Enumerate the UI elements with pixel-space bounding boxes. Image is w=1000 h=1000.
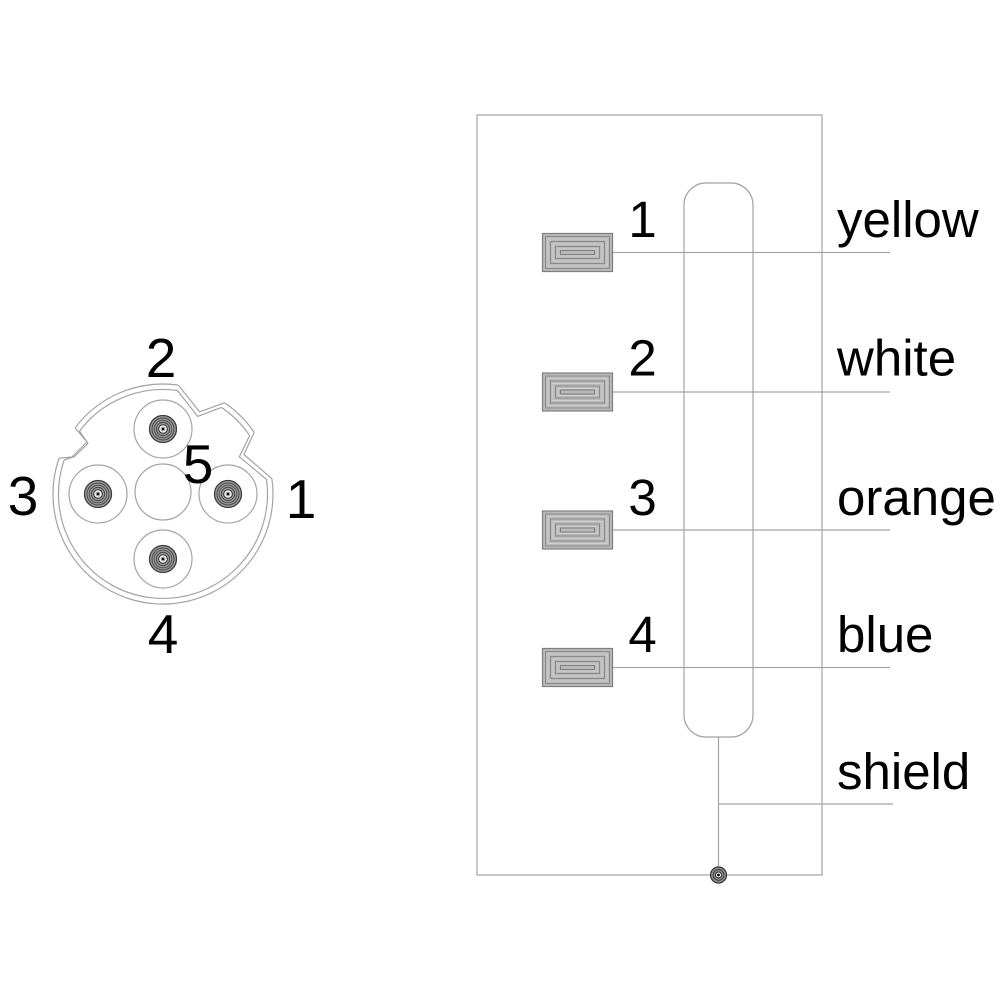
center-position-5-circle — [134, 463, 192, 521]
coil-icon-4 — [541, 647, 614, 688]
pin-label-bottom: 4 — [148, 603, 179, 665]
wiring-schematic — [476, 114, 893, 876]
pin-label-left: 3 — [8, 465, 39, 527]
connector-body-outline — [683, 182, 754, 738]
pin-label-center: 5 — [183, 433, 214, 495]
wire-color-label-1: yellow — [837, 191, 979, 248]
diagram-frame — [476, 114, 823, 876]
pin-contact-icon — [148, 544, 178, 574]
connector-rim-inner — [57, 388, 269, 600]
pin-label-right: 1 — [286, 468, 317, 530]
pin-position-1 — [198, 464, 258, 524]
coil-icon-3 — [541, 510, 614, 550]
pin-position-4 — [133, 529, 193, 589]
pin-position-2 — [133, 399, 193, 459]
wire-pin-number-3: 3 — [628, 469, 656, 526]
pin-contact-icon — [83, 479, 113, 509]
pin-contact-icon — [213, 479, 243, 509]
wire-pin-number-1: 1 — [628, 191, 656, 248]
pin-label-top: 2 — [146, 327, 177, 389]
shield-terminal-icon — [709, 866, 728, 884]
connector-face-view — [52, 383, 274, 605]
pin-position-3 — [68, 464, 128, 524]
wire-color-label-3: orange — [837, 469, 996, 526]
coil-icon-1 — [541, 232, 614, 273]
wire-color-label-4: blue — [837, 606, 933, 663]
wire-pin-number-4: 4 — [628, 606, 656, 663]
pin-contact-icon — [148, 414, 178, 444]
keyway-notch-right-icon — [238, 432, 273, 480]
coil-icon-2 — [541, 372, 614, 412]
shield-label: shield — [837, 743, 970, 800]
connector-rim-outer — [52, 383, 274, 605]
keyway-notch-left-icon — [58, 427, 89, 461]
keyway-notch-top-right-icon — [177, 384, 225, 417]
wire-color-label-2: white — [836, 330, 956, 387]
wire-pin-number-2: 2 — [628, 330, 656, 387]
